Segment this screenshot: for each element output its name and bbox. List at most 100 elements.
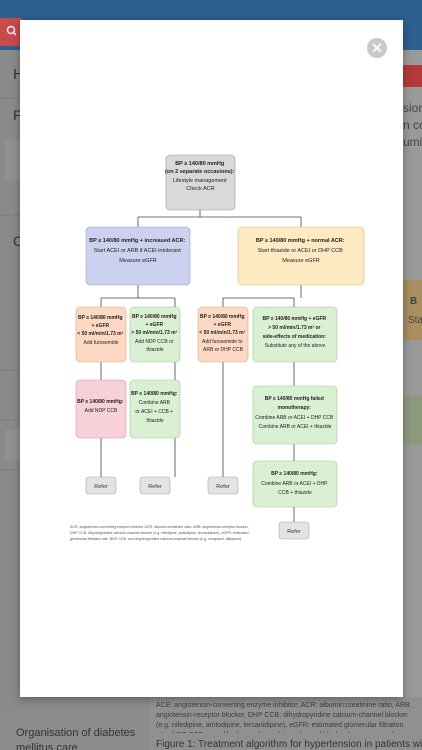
svg-text:BP ≥ 140/80 mmHg: Comb: BP ≥ 140/80 mmHg: Combine ARB or ACEI + … [131, 391, 179, 424]
search-button[interactable] [0, 18, 22, 46]
flow-text: Lifestyle management [173, 178, 227, 184]
flow-text: > 50 ml/min/1.73 m² or [268, 325, 320, 331]
flow-text: Substitute any of the above [265, 343, 326, 349]
flow-text: BP ≥ 140/80 mmHg [200, 314, 245, 320]
search-icon[interactable] [6, 25, 17, 36]
refer-box: Refer [278, 521, 310, 540]
flow-text: + eGFR [213, 322, 231, 328]
svg-text:BP ≥ 140/80 mmHg + eGF: BP ≥ 140/80 mmHg + eGFR < 50 ml/min/1.73… [77, 315, 124, 346]
flow-box-l2: BP ≥ 140/80 mmHg + eGFR > 50 ml/min/1.73… [129, 306, 181, 363]
flow-box-top: BP ≥ 140/80 mmHg (on 2 separate occasion… [165, 154, 236, 211]
flow-text: < 50 ml/min/1.73 m² [199, 330, 245, 336]
refer-box: Refer [207, 476, 239, 495]
bg-letter: P [13, 107, 23, 123]
flow-text: BP ≥ 140/80 mmHg + normal ACR: [256, 238, 345, 244]
flow-text: CCB + thiazide [278, 490, 312, 496]
flow-text: Add furosemide to [202, 339, 243, 345]
flow-text: < 50 ml/min/1.73 m² [77, 331, 123, 337]
close-icon[interactable]: ✕ [367, 38, 387, 58]
flow-box-increased-acr: BP ≥ 140/80 mmHg + increased ACR: Start … [85, 226, 191, 286]
flow-text: (on 2 separate occasions): [165, 169, 235, 175]
flow-text: BP ≥ 140/80 mmHg: [131, 391, 178, 397]
left-card [5, 430, 20, 460]
flow-text: + eGFR [91, 323, 109, 329]
flow-text: BP ≥ 140/80 mmHg + eGFR [262, 316, 326, 322]
bg-right-fragment: sion i [403, 101, 422, 115]
svg-text:BP ≥ 140/80 mmHg: Comb: BP ≥ 140/80 mmHg: Combine ARB or ACEI + … [261, 471, 329, 496]
flow-text: BP ≥ 140/80 mmHg [175, 161, 224, 167]
svg-text:BP ≥ 140/80 mmHg + eGF: BP ≥ 140/80 mmHg + eGFR < 50 ml/min/1.73… [199, 314, 246, 353]
flow-text: Start ACEI or ARB if ACEI intolerant [94, 248, 182, 254]
flow-text: BP ≥ 140/80 mmHg: [271, 471, 318, 477]
hypertension-flowchart: BP ≥ 140/80 mmHg (on 2 separate occasion… [70, 154, 365, 541]
flow-text: BP ≥ 140/80 mmHg: [77, 399, 124, 405]
refer-label: Refer [94, 484, 108, 490]
flow-box-l2b: BP ≥ 140/80 mmHg: Combine ARB or ACEI + … [129, 379, 181, 439]
flow-box-l1b: BP ≥ 140/80 mmHg: Add NDP CCB [75, 379, 127, 439]
bg-section-title: Organisation of diabetes [16, 727, 136, 739]
flow-text: or ACEI + CCB + [135, 409, 173, 415]
svg-text:BP ≥ 140/80 mmHg failed: BP ≥ 140/80 mmHg failed monotherapy: Com… [255, 396, 335, 430]
right-accent-bar [403, 65, 422, 87]
flow-text: side-effects of medication: [263, 334, 327, 340]
flow-text: thiazide [146, 347, 163, 353]
flow-text: Add furosemide [83, 340, 118, 346]
flow-box-l1: BP ≥ 140/80 mmHg + eGFR < 50 ml/min/1.73… [75, 306, 127, 363]
flow-legend-line: DHP CCB: dihydropyridine calcium-channel… [70, 531, 249, 535]
flow-legend-line: glomerular filtration rate, NDP CCB: non… [70, 537, 241, 541]
svg-text:BP ≥ 140/80 mmHg + increased A: BP ≥ 140/80 mmHg + increased ACR: Start … [89, 238, 187, 264]
right-box [403, 280, 422, 340]
flow-text: BP ≥ 140/80 mmHg failed [265, 396, 324, 402]
flow-text: Combine ARB or ACEI + thiazide [259, 424, 332, 430]
refer-label: Refer [287, 529, 301, 535]
flow-box-r1: BP ≥ 140/80 mmHg + eGFR < 50 ml/min/1.73… [197, 306, 249, 363]
bg-letter: C [13, 233, 24, 249]
flow-text: Combine ARB or ACEI + DHP CCB [255, 415, 334, 421]
flow-legend: ACR: angiotensin-converting enzyme inhib… [70, 525, 250, 541]
flow-box-r2c: BP ≥ 140/80 mmHg: Combine ARB or ACEI + … [252, 460, 338, 508]
bottom-left-section [0, 710, 150, 750]
refer-label: Refer [148, 484, 162, 490]
flow-text: > 50 ml/min/1.73 m² [131, 330, 177, 336]
bg-legend: ACE: angiotensin-converting enzyme inhib… [156, 702, 412, 733]
refer-box: Refer [85, 476, 117, 495]
flow-text: BP ≥ 140/80 mmHg [78, 315, 123, 321]
flow-text: + eGFR [145, 322, 163, 328]
flow-text: Check ACR [186, 186, 214, 192]
flow-text: Measure eGFR [119, 258, 157, 264]
left-card [5, 140, 20, 180]
flow-text: BP ≥ 140/80 mmHg [132, 314, 177, 320]
svg-text:BP ≥ 140/80 mmHg + normal ACR:: BP ≥ 140/80 mmHg + normal ACR: Start thi… [256, 238, 346, 264]
flow-text: Measure eGFR [282, 258, 320, 264]
flow-connectors [100, 210, 302, 522]
bg-heading-fragment: H [13, 66, 24, 83]
flow-text: Add NDP CCB [85, 408, 118, 414]
flow-text: ARB or DHP CCB [203, 347, 244, 353]
bg-section-title-2: mellitus care [16, 742, 78, 750]
flow-text: Combine ARB or ACEI + DHP [261, 481, 328, 487]
bg-right-fragment: umin [403, 135, 422, 149]
bg-right-box-text: B [410, 296, 418, 307]
refer-box: Refer [139, 476, 171, 495]
refer-label: Refer [216, 484, 230, 490]
bg-figure-caption: Figure 1: Treatment algorithm for hypert… [156, 739, 422, 750]
image-viewer-modal: BP ≥ 140/80 mmHg (on 2 separate occasion… [20, 20, 403, 697]
bg-right-fragment: n con [403, 118, 422, 132]
flow-text: monotherapy: [278, 405, 312, 411]
flow-text: Start thiazide or ACEI or DHP CCB [258, 248, 344, 254]
flow-text: thiazide [146, 418, 163, 424]
right-box [403, 395, 422, 445]
bg-right-box-text: Sta [408, 315, 422, 326]
svg-text:BP ≥ 140/80 mmHg (on 2: BP ≥ 140/80 mmHg (on 2 separate occasion… [165, 161, 236, 192]
flow-box-normal-acr: BP ≥ 140/80 mmHg + normal ACR: Start thi… [237, 226, 365, 286]
flow-text: Add NDP CCB or [135, 339, 174, 345]
flow-legend-line: ACR: angiotensin-converting enzyme inhib… [70, 525, 249, 529]
flow-box-r2: BP ≥ 140/80 mmHg + eGFR > 50 ml/min/1.73… [252, 306, 338, 363]
svg-text:BP ≥ 140/80 mmHg + eGFR: BP ≥ 140/80 mmHg + eGFR > 50 ml/min/1.73… [262, 316, 327, 349]
flow-text: Combine ARB [139, 400, 171, 406]
svg-text:BP ≥ 140/80 mmHg + eGF: BP ≥ 140/80 mmHg + eGFR > 50 ml/min/1.73… [131, 314, 178, 353]
svg-text:BP ≥ 140/80 mmHg: Add: BP ≥ 140/80 mmHg: Add NDP CCB [77, 399, 125, 414]
flow-box-r2b: BP ≥ 140/80 mmHg failed monotherapy: Com… [252, 385, 338, 445]
bottom-content [150, 697, 422, 750]
flow-text: BP ≥ 140/80 mmHg + increased ACR: [89, 238, 185, 244]
